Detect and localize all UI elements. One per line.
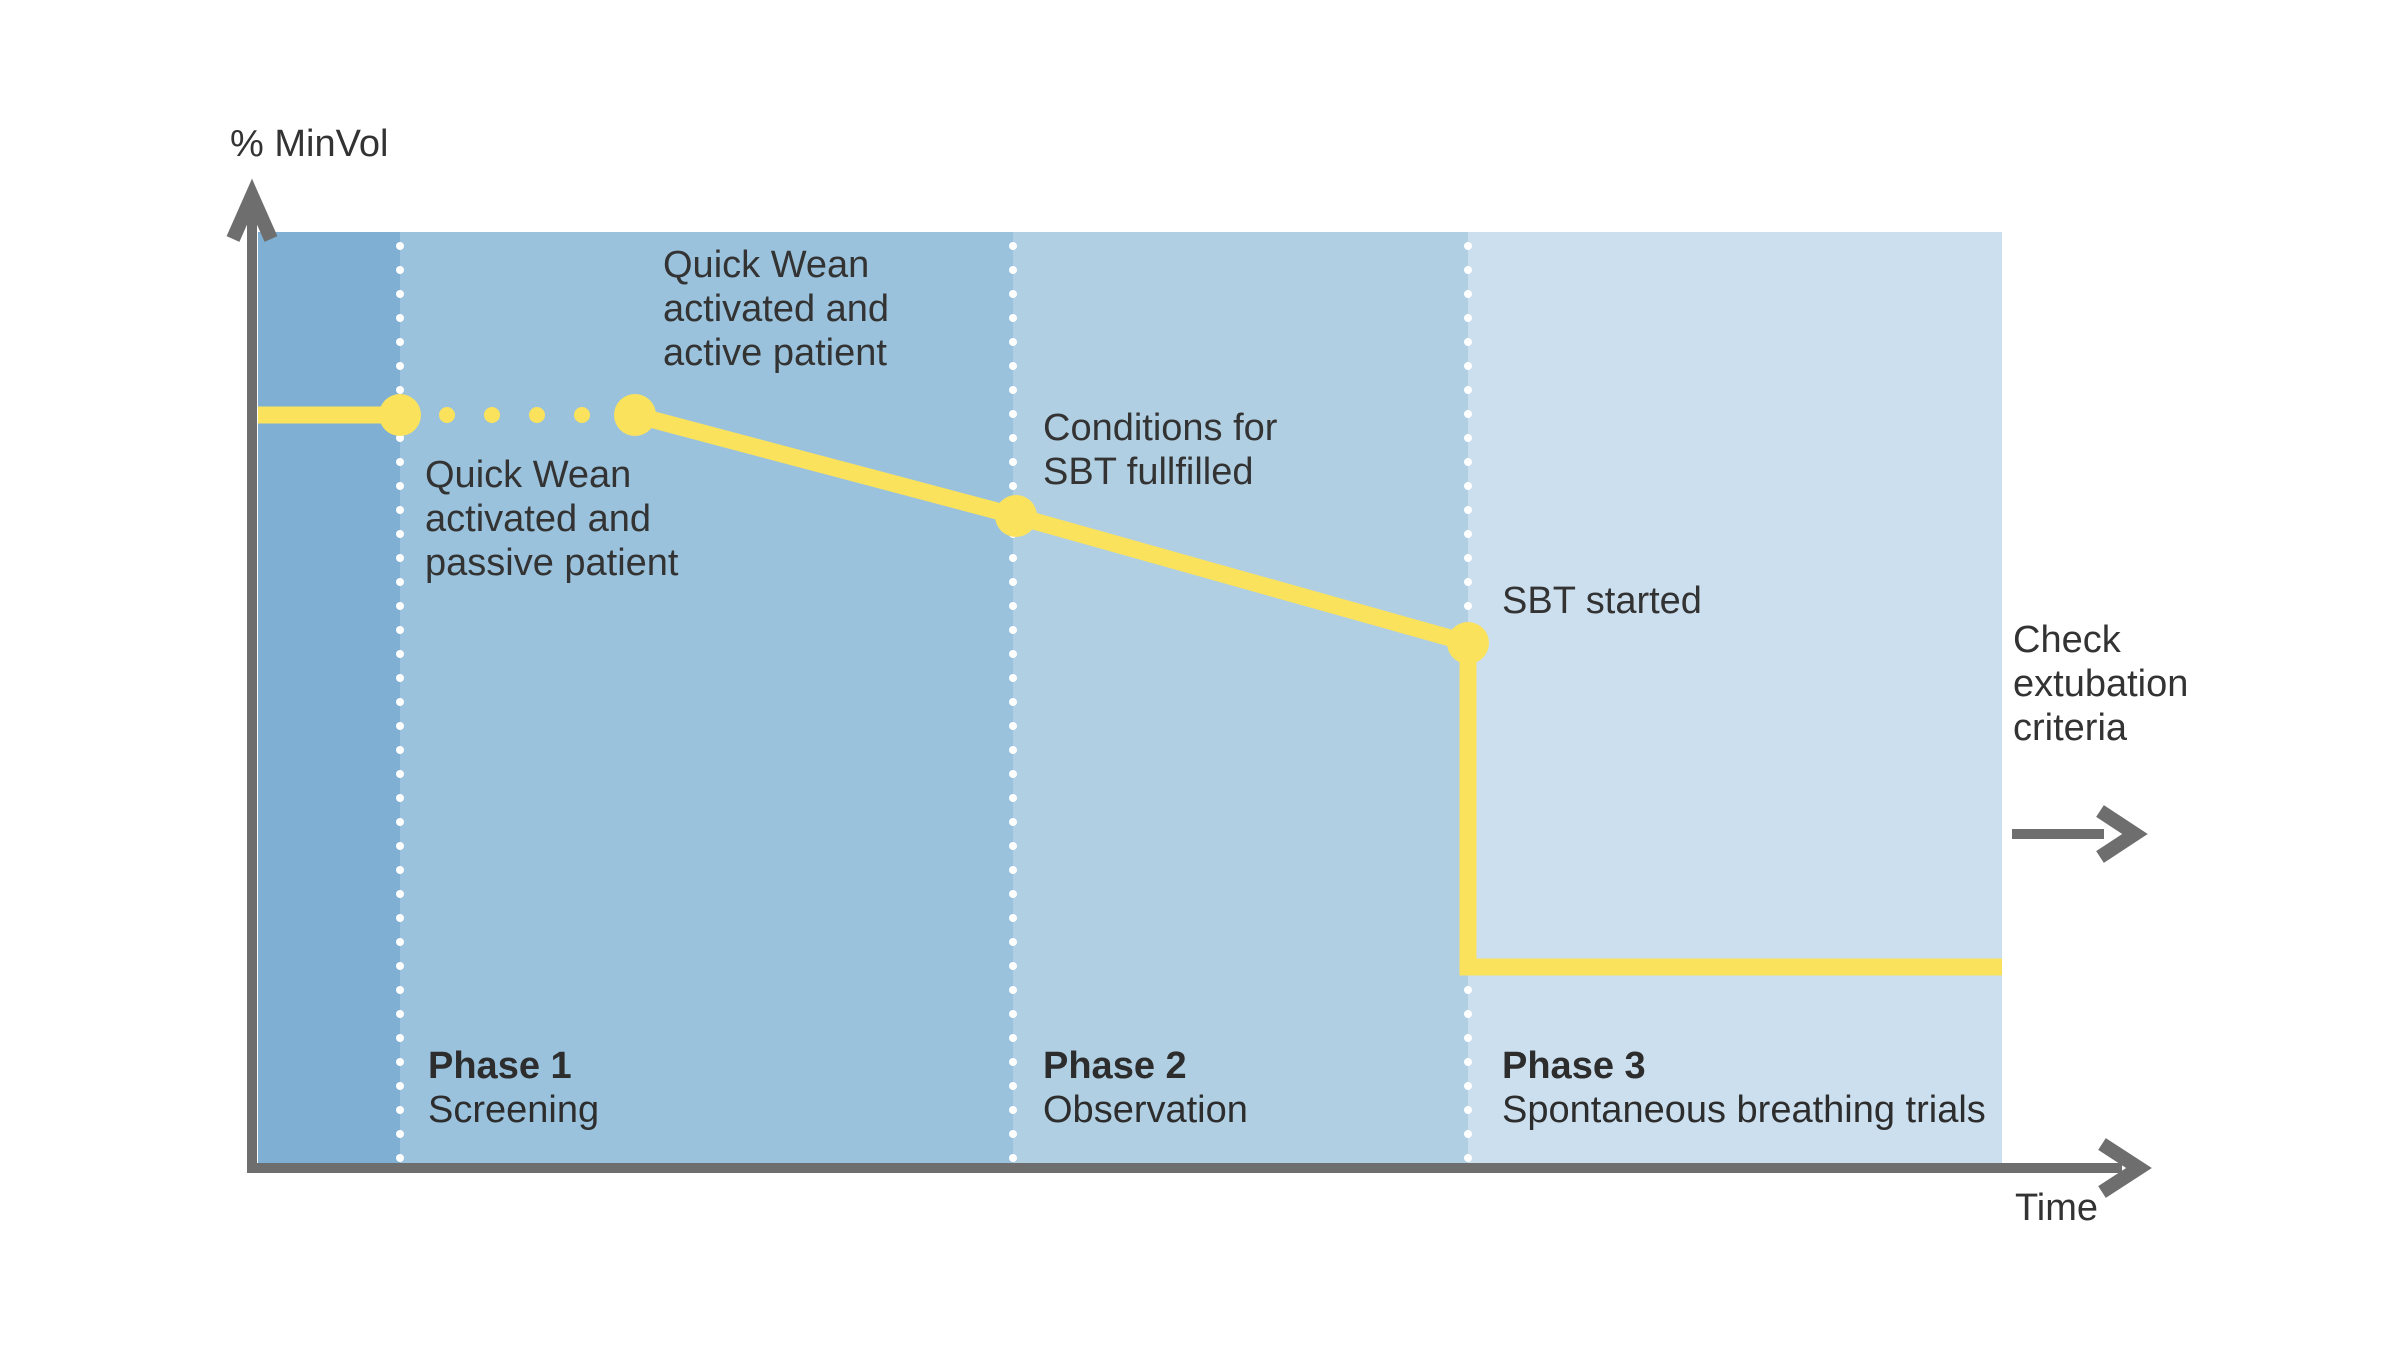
y-axis-label: % MinVol <box>230 123 389 165</box>
annotation-check-extubation-criteria: Check extubation criteria <box>2013 619 2189 749</box>
trace-event-marker-1 <box>379 394 421 436</box>
annotation-quick-wean-active: Quick Wean activated and active patient <box>663 244 890 374</box>
phase-3-label: Phase 3 Spontaneous breathing trials <box>1502 1044 1986 1132</box>
phase-1-region <box>400 232 1013 1165</box>
y-axis-arrowhead-icon <box>226 178 278 242</box>
x-axis-label: Time <box>2015 1187 2099 1229</box>
trace-gap-dot-3 <box>529 407 545 423</box>
annotation-sbt-started: SBT started <box>1502 580 1702 622</box>
phase-1-title: Phase 1 <box>428 1045 572 1087</box>
phase-2-title: Phase 2 <box>1043 1045 1187 1087</box>
phase-3-subtitle: Spontaneous breathing trials <box>1502 1089 1986 1131</box>
phase-2-region <box>1013 232 1468 1165</box>
phase-2-subtitle: Observation <box>1043 1089 1248 1131</box>
annotation-quick-wean-passive: Quick Wean activated and passive patient <box>425 454 679 584</box>
trace-gap-dot-2 <box>484 407 500 423</box>
phase-3-region <box>1468 232 2002 1165</box>
trace-event-marker-3 <box>995 495 1037 537</box>
phase-2-label: Phase 2 Observation <box>1043 1044 1248 1132</box>
phase-1-subtitle: Screening <box>428 1089 600 1131</box>
trace-gap-dot-1 <box>439 407 455 423</box>
trace-event-marker-2 <box>614 394 656 436</box>
trace-gap-dot-4 <box>574 407 590 423</box>
phase-1-label: Phase 1 Screening <box>428 1044 599 1132</box>
phase-3-title: Phase 3 <box>1502 1045 1646 1087</box>
x-axis-arrowhead-icon <box>2098 1138 2152 1198</box>
trace-event-marker-4 <box>1447 622 1489 664</box>
pre-weaning-region <box>258 232 400 1165</box>
outcome-arrow-head-icon <box>2096 805 2148 863</box>
annotation-sbt-conditions: Conditions for SBT fullfilled <box>1043 407 1278 493</box>
